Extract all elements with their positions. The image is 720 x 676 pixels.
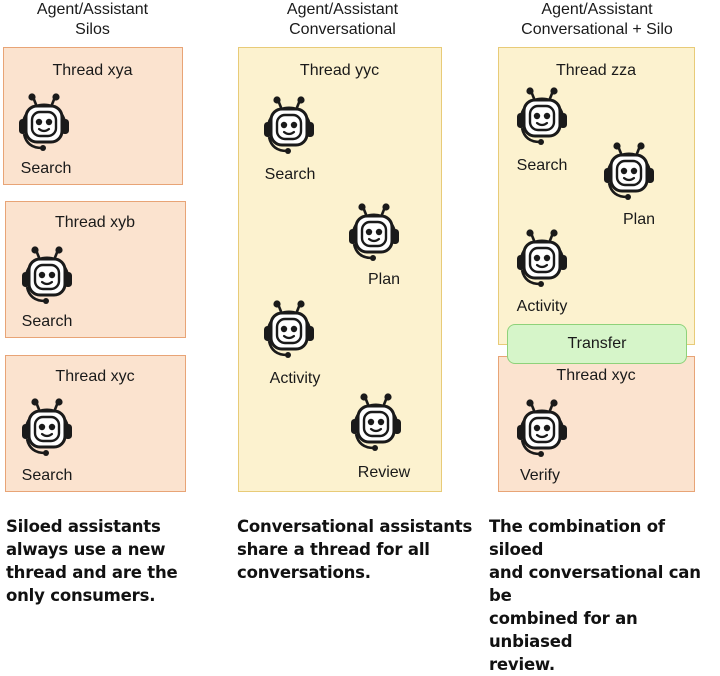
- robot-headset-icon: [261, 300, 317, 362]
- bot-label: Search: [21, 467, 73, 484]
- robot-headset-icon: [261, 96, 317, 158]
- conversational-title-line1: Agent/Assistant: [286, 1, 399, 18]
- bot-label: Search: [21, 313, 73, 330]
- robot-headset-icon: [514, 399, 570, 461]
- silos-column-title: Agent/Assistant Silos: [0, 0, 185, 40]
- thread-label: Thread xyb: [54, 214, 136, 231]
- conversational-caption: Conversational assistants share a thread…: [237, 515, 472, 584]
- robot-headset-icon: [514, 87, 570, 149]
- silo-thread-box-xya: Thread xya Search: [3, 47, 183, 185]
- silo-thread-box-xyb: Thread xyb Search: [5, 201, 186, 338]
- caption-line: always use a new: [6, 540, 166, 559]
- bot-label: Search: [264, 166, 316, 183]
- caption-line: The combination of siloed: [489, 517, 665, 559]
- bot-label: Activity: [516, 298, 568, 315]
- thread-label: Thread yyc: [299, 62, 380, 79]
- bot-label: Activity: [269, 370, 321, 387]
- caption-line: conversations.: [237, 563, 371, 582]
- robot-headset-icon: [19, 246, 75, 308]
- bot-label: Plan: [622, 211, 656, 228]
- silos-caption: Siloed assistants always use a new threa…: [6, 515, 178, 607]
- robot-headset-icon: [514, 229, 570, 291]
- robot-headset-icon: [19, 398, 75, 460]
- conversational-thread-box: Thread yyc Search Plan Activity Review: [238, 47, 442, 492]
- combined-silo-thread-box: Thread xyc Verify: [498, 356, 695, 492]
- robot-headset-icon: [601, 142, 657, 204]
- robot-headset-icon: [348, 393, 404, 455]
- combined-title-line1: Agent/Assistant: [541, 1, 653, 18]
- bot-label: Search: [20, 160, 72, 177]
- robot-headset-icon: [16, 93, 72, 155]
- caption-line: share a thread for all: [237, 540, 430, 559]
- bot-label: Search: [516, 157, 568, 174]
- caption-line: thread and are the: [6, 563, 178, 582]
- silos-title-line2: Silos: [75, 21, 110, 38]
- caption-line: combined for an unbiased: [489, 609, 638, 651]
- combined-conversational-thread-box: Thread zza Search Plan Activity: [498, 47, 695, 345]
- bot-label: Plan: [367, 271, 401, 288]
- silo-thread-box-xyc: Thread xyc Search: [5, 355, 186, 492]
- combined-caption: The combination of siloed and conversati…: [489, 515, 720, 676]
- conversational-title-line2: Conversational: [289, 21, 396, 38]
- silos-title-line1: Agent/Assistant: [36, 1, 149, 18]
- robot-headset-icon: [346, 203, 402, 265]
- thread-label: Thread xyc: [55, 368, 135, 385]
- caption-line: only consumers.: [6, 586, 156, 605]
- bot-label: Verify: [519, 467, 560, 484]
- caption-line: Siloed assistants: [6, 517, 161, 536]
- thread-label: Thread xya: [52, 62, 133, 79]
- bot-label: Review: [357, 464, 411, 481]
- thread-label: Thread xyc: [556, 367, 636, 384]
- transfer-badge: Transfer: [507, 324, 687, 364]
- caption-line: review.: [489, 655, 555, 674]
- conversational-column-title: Agent/Assistant Conversational: [240, 0, 445, 40]
- caption-line: Conversational assistants: [237, 517, 473, 536]
- combined-column-title: Agent/Assistant Conversational + Silo: [497, 0, 697, 40]
- thread-label: Thread zza: [555, 62, 637, 79]
- caption-line: and conversational can be: [489, 563, 701, 605]
- combined-title-line2: Conversational + Silo: [521, 21, 673, 38]
